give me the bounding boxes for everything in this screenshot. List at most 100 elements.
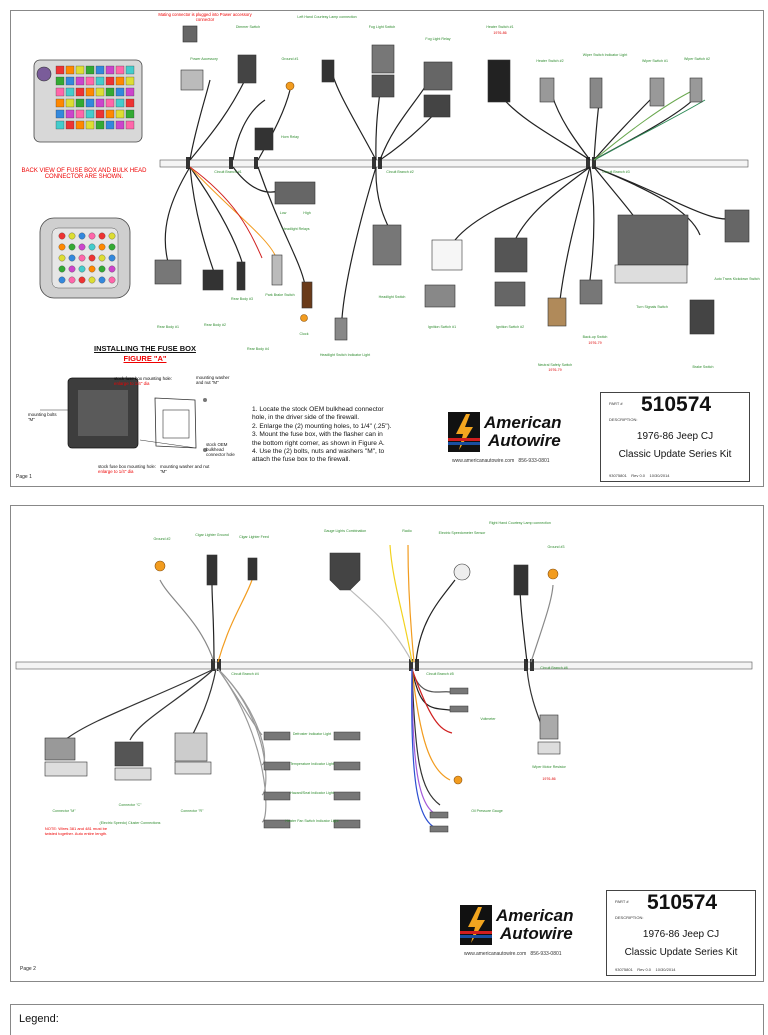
callout-washer-bottom: mounting washer and nut "M" bbox=[160, 464, 210, 474]
fuse-slot bbox=[95, 65, 105, 75]
svg-text:Circuit Branch #1: Circuit Branch #1 bbox=[214, 170, 242, 174]
svg-text:Wiper Switch #1: Wiper Switch #1 bbox=[642, 59, 668, 63]
fuse-box-note: BACK VIEW OF FUSE BOX AND BULK HEAD CONN… bbox=[21, 168, 147, 180]
bulkhead-pin bbox=[88, 276, 96, 284]
part-label: PART # bbox=[615, 899, 629, 904]
fuse-slot bbox=[85, 76, 95, 86]
bulkhead-pin bbox=[78, 265, 86, 273]
fuse-slot bbox=[105, 120, 115, 130]
instruction-2: 2. Enlarge the (2) mounting holes, to 1/… bbox=[252, 422, 392, 430]
fuse-box bbox=[33, 59, 143, 143]
ring-terminals-page-2 bbox=[154, 560, 559, 785]
figure-a-subtitle: FIGURE "A" bbox=[123, 354, 167, 363]
bulkhead-pin bbox=[58, 276, 66, 284]
fuse-slot bbox=[65, 65, 75, 75]
fuse-slot bbox=[85, 120, 95, 130]
svg-text:Voltmeter: Voltmeter bbox=[480, 717, 496, 721]
lightning-bolt-icon-2 bbox=[460, 905, 492, 945]
svg-text:Low: Low bbox=[280, 211, 287, 215]
svg-text:Wiper Motor Resistor: Wiper Motor Resistor bbox=[532, 765, 567, 769]
svg-text:Headlight Relays: Headlight Relays bbox=[282, 227, 309, 231]
bulkhead-pin bbox=[98, 254, 106, 262]
bulkhead-connector bbox=[39, 217, 131, 299]
callout-top: stock fuse box mounting hole:enlarge to … bbox=[114, 376, 173, 386]
svg-text:Wiper Switch Indicator Light: Wiper Switch Indicator Light bbox=[583, 53, 628, 57]
fuse-slot bbox=[125, 98, 135, 108]
svg-text:High: High bbox=[303, 211, 310, 215]
fuse-slot bbox=[105, 65, 115, 75]
brand-line-1: American bbox=[496, 906, 574, 925]
bulkhead-pin bbox=[68, 243, 76, 251]
fuse-slot bbox=[65, 109, 75, 119]
svg-text:Brake Switch: Brake Switch bbox=[693, 365, 714, 369]
ring-terminals-page-1 bbox=[285, 81, 308, 322]
svg-text:Neutral Safety Switch: Neutral Safety Switch bbox=[538, 363, 572, 367]
bulkhead-pin bbox=[98, 243, 106, 251]
callout-washer-top: mounting washer and nut "M" bbox=[196, 375, 230, 385]
bulkhead-pin bbox=[108, 232, 116, 240]
branch-clamps-1 bbox=[186, 157, 596, 169]
fuse-slot bbox=[105, 87, 115, 97]
bulkhead-pin bbox=[68, 254, 76, 262]
fuse-slot bbox=[55, 120, 65, 130]
brand-line-2: Autowire bbox=[488, 431, 561, 450]
svg-text:Heater Fan Switch Indicator Li: Heater Fan Switch Indicator Light bbox=[285, 819, 338, 823]
svg-text:Circuit Branch #4: Circuit Branch #4 bbox=[231, 672, 259, 676]
bulkhead-pin bbox=[58, 265, 66, 273]
figure-a-title: INSTALLING THE FUSE BOX bbox=[94, 344, 196, 353]
svg-text:Circuit Branch #2: Circuit Branch #2 bbox=[386, 170, 414, 174]
bulkhead-pin bbox=[58, 254, 66, 262]
legend-panel: Legend: bbox=[10, 1004, 764, 1035]
svg-text:Temperature Indicator Light: Temperature Indicator Light bbox=[290, 762, 334, 766]
svg-text:1976-79: 1976-79 bbox=[588, 341, 601, 345]
fuse-slot bbox=[75, 109, 85, 119]
mating-connector-note: Mating connector is plugged into Power a… bbox=[158, 12, 252, 22]
svg-text:Hazard/Seat Indicator Light: Hazard/Seat Indicator Light bbox=[290, 791, 334, 795]
svg-text:Ground #1: Ground #1 bbox=[282, 57, 299, 61]
fuse-slot bbox=[95, 87, 105, 97]
fuse-slot bbox=[115, 76, 125, 86]
bulkhead-pin bbox=[68, 276, 76, 284]
legend-title: Legend: bbox=[19, 1013, 59, 1025]
page-label-1: Page 1 bbox=[16, 474, 32, 480]
part-number: 510574 bbox=[641, 393, 712, 416]
title-block-1: PART # 510574 DESCRIPTION: 1976-86 Jeep … bbox=[600, 392, 750, 482]
fuse-slot bbox=[75, 65, 85, 75]
fuse-slot bbox=[65, 76, 75, 86]
bulkhead-pin bbox=[58, 243, 66, 251]
fuse-slot bbox=[115, 109, 125, 119]
contact-line: www.americanautowire.com 856-933-0801 bbox=[464, 951, 562, 957]
svg-text:Right Hand Courtesy Lamp conne: Right Hand Courtesy Lamp connection bbox=[489, 521, 551, 525]
bulkhead-pin bbox=[108, 254, 116, 262]
bulkhead-pin bbox=[78, 232, 86, 240]
colored-wires-page-1 bbox=[189, 91, 706, 259]
svg-text:Rear Body #3: Rear Body #3 bbox=[231, 297, 253, 301]
fuse-slot bbox=[65, 98, 75, 108]
svg-text:Back-up Switch: Back-up Switch bbox=[583, 335, 608, 339]
svg-text:Park Brake Switch: Park Brake Switch bbox=[265, 293, 294, 297]
fuse-slot bbox=[125, 87, 135, 97]
svg-text:1976-86: 1976-86 bbox=[493, 31, 506, 35]
svg-text:Turn Signals Switch: Turn Signals Switch bbox=[636, 305, 668, 309]
indicator-sockets-page-2 bbox=[263, 687, 469, 833]
connectors-page-2 bbox=[44, 552, 561, 781]
fuse-slot bbox=[115, 87, 125, 97]
part-label: PART # bbox=[609, 401, 623, 406]
svg-text:Cigar Lighter Ground: Cigar Lighter Ground bbox=[195, 533, 229, 537]
svg-text:Circuit Branch #3: Circuit Branch #3 bbox=[602, 170, 630, 174]
fuse-slot bbox=[85, 98, 95, 108]
fuse-slot bbox=[55, 76, 65, 86]
connectors-page-1 bbox=[154, 25, 750, 341]
fuse-slot bbox=[55, 65, 65, 75]
fuse-slot bbox=[95, 109, 105, 119]
svg-text:Circuit Branch #5: Circuit Branch #5 bbox=[426, 672, 454, 676]
wires-page-2 bbox=[64, 544, 554, 831]
fuse-slot bbox=[105, 76, 115, 86]
fuse-slot bbox=[85, 65, 95, 75]
bulkhead-pin bbox=[78, 243, 86, 251]
fuse-slot bbox=[65, 87, 75, 97]
branch-clamps-2 bbox=[211, 659, 534, 671]
svg-text:Ignition Switch #1: Ignition Switch #1 bbox=[428, 325, 456, 329]
title-block-2: PART # 510574 DESCRIPTION: 1976-86 Jeep … bbox=[606, 890, 756, 976]
